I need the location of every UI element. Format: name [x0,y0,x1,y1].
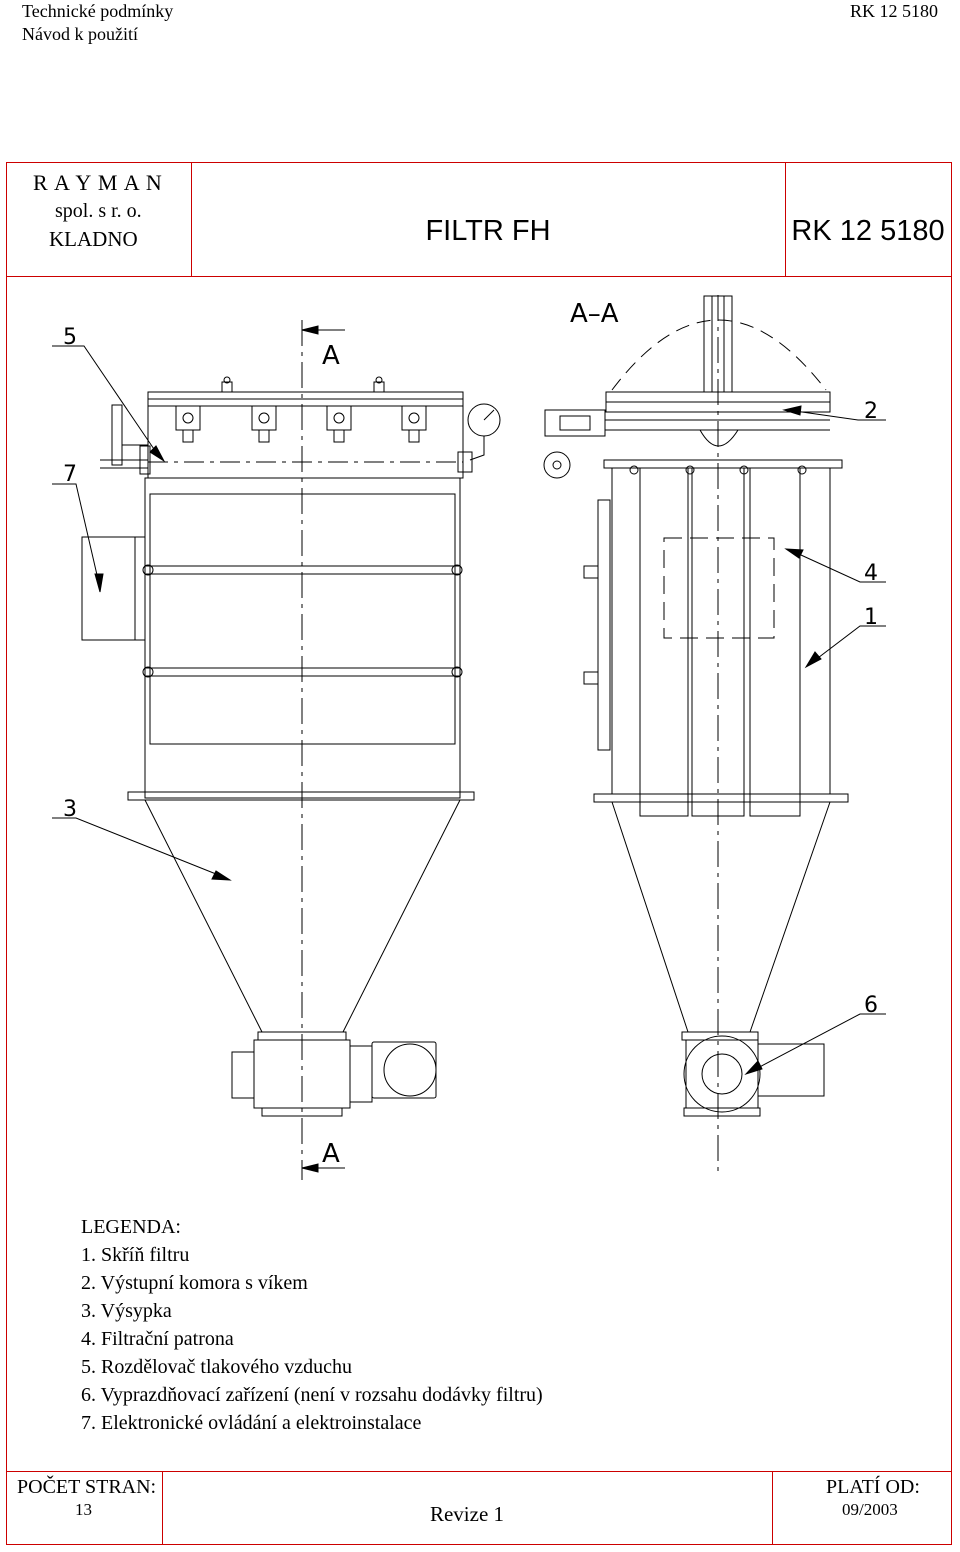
legend-title: LEGENDA: [81,1216,181,1238]
legend-item-4: 4. Filtrační patrona [81,1328,234,1350]
valid-label: PLATÍ OD: [826,1476,920,1498]
legend-item-7: 7. Elektronické ovládání a elektroinstal… [81,1412,422,1434]
callout-1: 1 [864,605,878,630]
pages-cell: POČET STRAN: 13 [7,1472,163,1544]
section-label: A–A [570,299,619,329]
company-line-2: spol. s r. o. [55,200,142,222]
callout-3: 3 [63,797,77,822]
company-name: R A Y M A N spol. s r. o. KLADNO [33,169,163,253]
drawing-labels: 5 7 3 2 4 1 6 A A A–A [63,299,878,1169]
valid-value: 09/2003 [842,1500,898,1519]
callout-leaders [52,345,886,1076]
company-line-1: R A Y M A N [33,170,163,195]
drawing-frame: R A Y M A N spol. s r. o. KLADNO FILTR F… [6,162,952,1545]
company-cell: R A Y M A N spol. s r. o. KLADNO [7,163,192,276]
header-doc-type: Technické podmínky [22,1,174,21]
revision-label: Revize 1 [429,1502,505,1526]
legend: LEGENDA: 1. Skříň filtru 2. Výstupní kom… [77,1213,543,1437]
header-doc-subtype: Návod k použití [22,24,138,44]
legend-item-6: 6. Vyprazdňovací zařízení (není v rozsah… [81,1384,543,1406]
legend-item-1: 1. Skříň filtru [81,1244,190,1266]
cut-label-bottom: A [322,1139,340,1169]
valid-cell: PLATÍ OD: 09/2003 [772,1472,951,1544]
doc-number-cell: RK 12 5180 [785,163,951,276]
doc-number: RK 12 5180 [791,215,945,247]
title-block: R A Y M A N spol. s r. o. KLADNO FILTR F… [7,163,951,277]
side-view [81,320,501,1180]
product-cell: FILTR FH [191,163,786,276]
page-header-left: Technické podmínky Návod k použití [22,0,173,46]
cut-label-top: A [322,341,340,371]
footer-block: POČET STRAN: 13 Revize 1 PLATÍ OD: 09/20… [7,1471,951,1544]
product-title: FILTR FH [425,215,551,247]
callout-2: 2 [864,399,878,424]
pages-label: POČET STRAN: [17,1476,157,1498]
header-doc-number: RK 12 5180 [849,1,938,21]
callout-6: 6 [864,993,878,1018]
callout-7: 7 [63,462,77,487]
callout-5: 5 [63,325,77,350]
section-view [543,295,849,1175]
company-line-3: KLADNO [49,227,138,251]
revision-cell: Revize 1 [162,1472,773,1544]
callout-4: 4 [864,561,878,586]
pages-value: 13 [75,1500,92,1519]
legend-item-3: 3. Výsypka [81,1300,172,1322]
legend-item-5: 5. Rozdělovač tlakového vzduchu [81,1356,353,1378]
legend-item-2: 2. Výstupní komora s víkem [81,1272,308,1294]
